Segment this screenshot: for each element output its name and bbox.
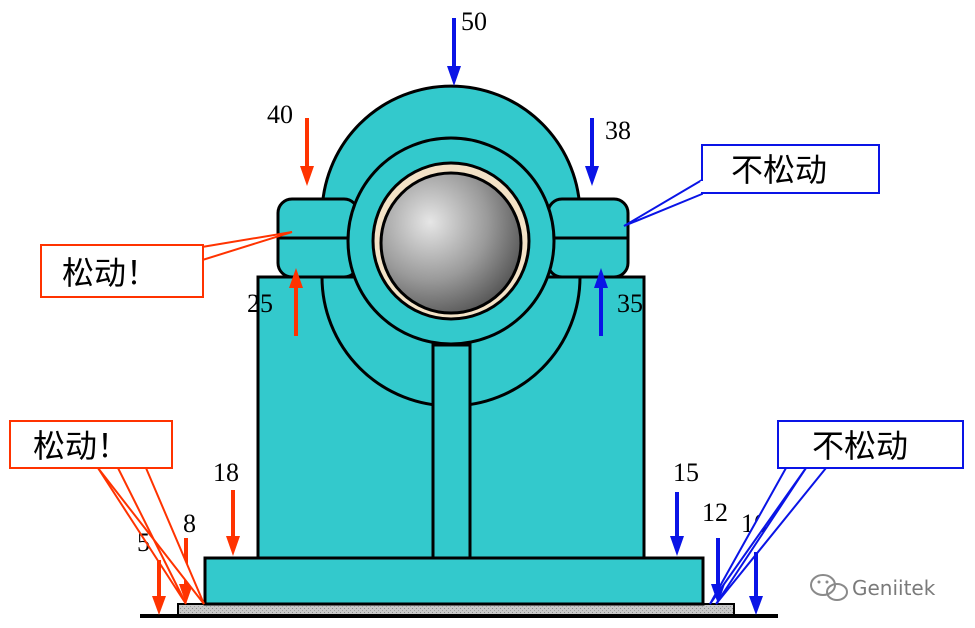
callout-right-upper-text: 不松动	[731, 151, 827, 189]
label-cap-left-bottom: 25	[247, 289, 273, 318]
arrow-cap-right-bottom	[594, 268, 608, 336]
callout-left-upper-text: 松动！	[62, 254, 158, 292]
watermark: Geniitek	[810, 574, 936, 601]
base-pad	[177, 603, 735, 616]
label-cap-right-top: 38	[605, 116, 631, 145]
callout-left-upper: 松动！	[40, 231, 293, 298]
arrow-top	[447, 18, 461, 86]
label-cap-left-top: 40	[267, 100, 293, 129]
arrow-base-left-inner	[226, 490, 240, 556]
arrow-base-right-outer	[749, 552, 763, 615]
label-base-left-outer: 5	[137, 528, 150, 557]
arrow-base-right-inner	[670, 492, 684, 556]
callout-right-upper: 不松动	[623, 144, 880, 227]
arrow-base-left-outer	[152, 560, 166, 615]
shaft	[379, 171, 523, 315]
callout-right-lower-text: 不松动	[812, 427, 908, 465]
label-base-right-inner: 15	[673, 458, 699, 487]
callout-left-lower: 松动！	[9, 420, 205, 605]
arrow-cap-left-top	[300, 118, 314, 186]
label-base-left-inner: 18	[213, 458, 239, 487]
wechat-icon	[810, 574, 848, 601]
label-top: 50	[461, 7, 487, 36]
callout-right-lower: 不松动	[709, 420, 964, 605]
callout-left-lower-text: 松动！	[33, 427, 129, 465]
label-cap-right-bottom: 35	[617, 289, 643, 318]
arrow-cap-left-bottom	[289, 268, 303, 336]
web-rib	[431, 343, 472, 560]
label-base-right-mid: 12	[702, 498, 728, 527]
watermark-text: Geniitek	[852, 576, 936, 600]
arrow-cap-right-top	[585, 118, 599, 186]
base-plate	[203, 556, 705, 606]
label-base-left-mid: 8	[183, 509, 196, 538]
